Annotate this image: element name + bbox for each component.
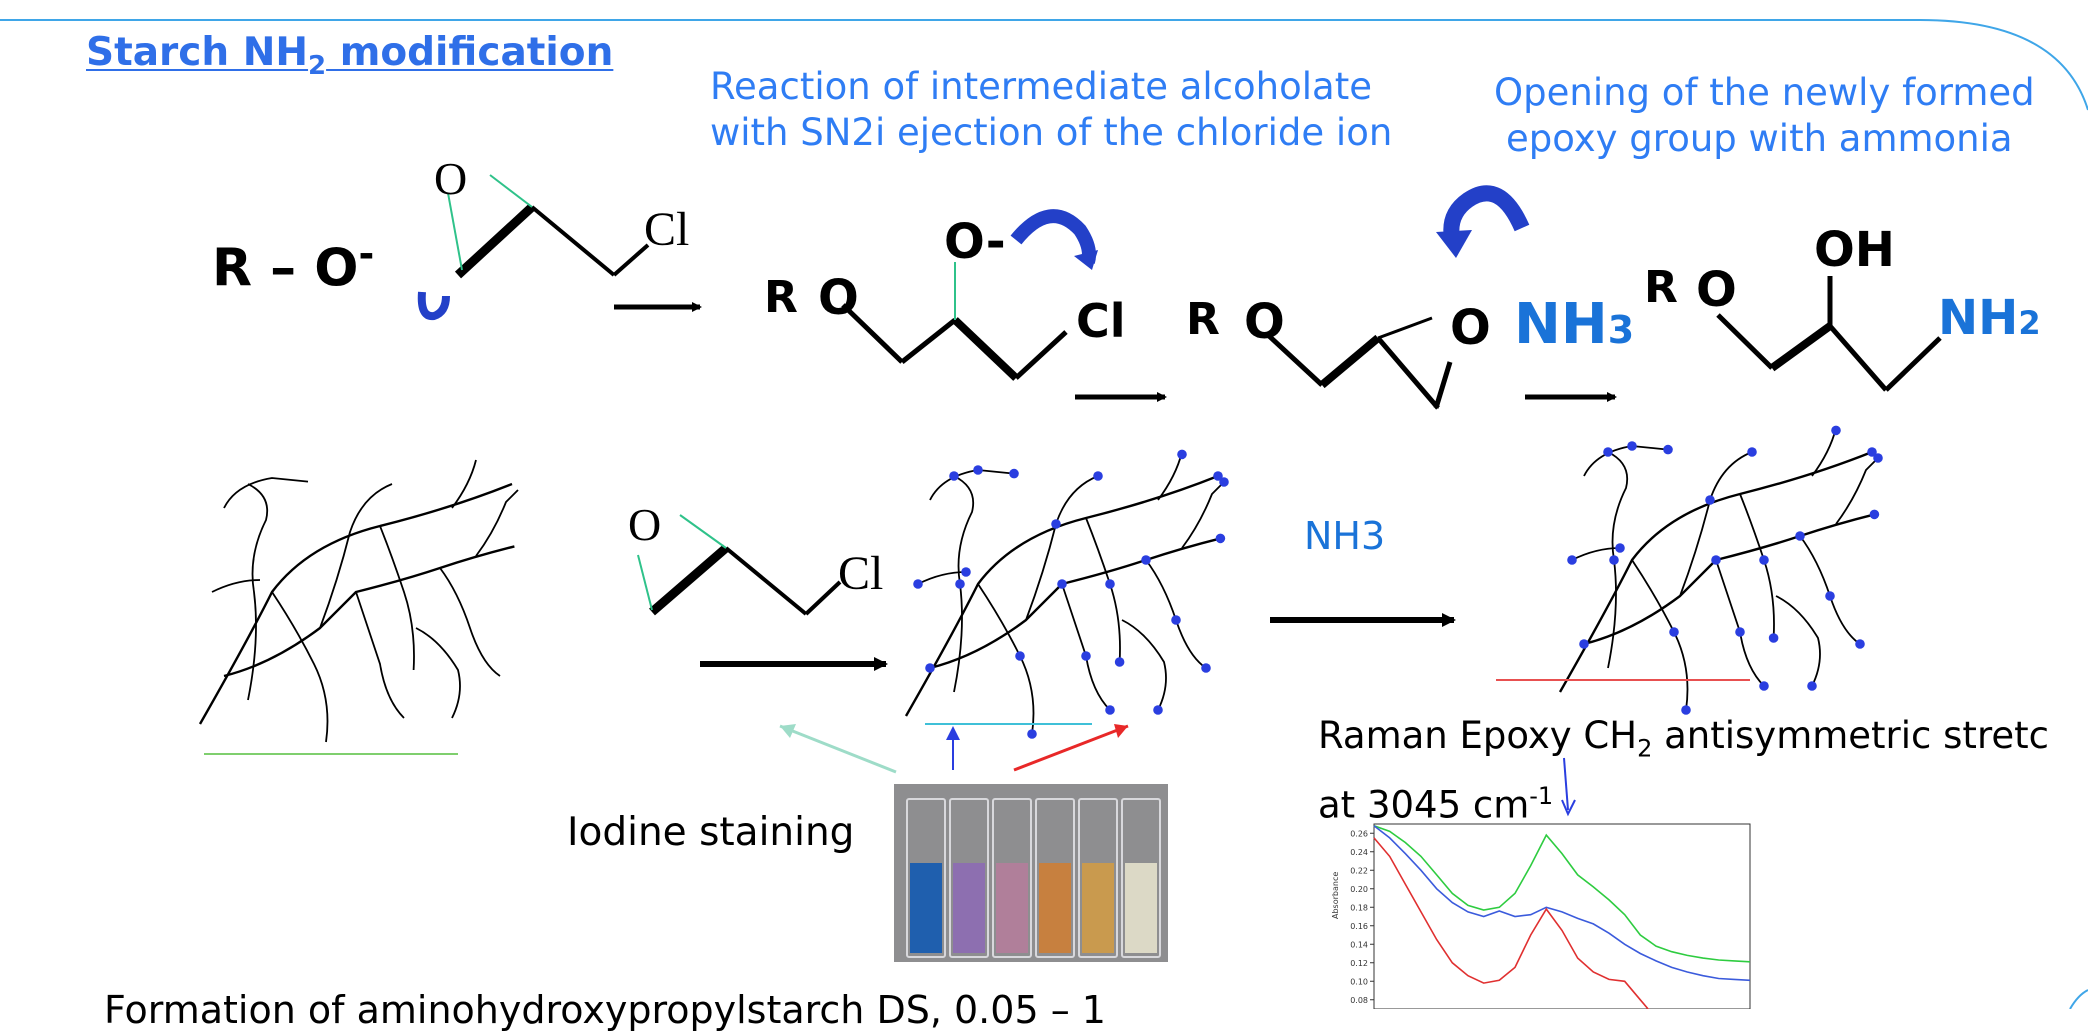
iodine-staining-label: Iodine staining bbox=[567, 810, 855, 855]
epichlorohydrin-small bbox=[637, 514, 842, 616]
cuvette-liquid bbox=[910, 863, 942, 953]
series-line bbox=[1373, 825, 1751, 982]
cuvette bbox=[1035, 798, 1075, 958]
series-line bbox=[1373, 825, 1751, 963]
slide-frame bbox=[0, 19, 2088, 1009]
reaction-note: Reaction of intermediate alcoholate with… bbox=[710, 65, 1393, 154]
red-arrow bbox=[1013, 724, 1129, 772]
cuvette bbox=[1121, 798, 1161, 958]
small-epi-oxygen: O bbox=[628, 499, 662, 550]
prod-r-label: R bbox=[1644, 262, 1678, 313]
amine-label: NH2 bbox=[1938, 290, 2041, 346]
raman-caption: Raman Epoxy CH2 antisymmetric stretc at … bbox=[1318, 714, 2049, 827]
ep-o-label: O bbox=[1244, 294, 1285, 350]
alkoxide-label: R – O- bbox=[212, 232, 375, 299]
epoxy-starch-chain bbox=[904, 449, 1229, 739]
ep-r-label: R bbox=[1186, 294, 1220, 345]
nh3-reagent-label: NH3 bbox=[1304, 514, 1386, 558]
y-tick-label: 0.14 bbox=[1350, 940, 1368, 949]
curved-arrow-3 bbox=[1443, 185, 1530, 240]
y-axis-label: Absorbance bbox=[1331, 872, 1340, 919]
plot-frame bbox=[1373, 823, 1751, 1009]
epi-oxygen-label: O bbox=[434, 153, 468, 204]
int-ominus-label: O- bbox=[944, 214, 1006, 270]
aminohydroxypropyl-product bbox=[1716, 276, 1942, 392]
cuvette bbox=[906, 798, 946, 958]
mint-arrow bbox=[779, 724, 897, 774]
cuvette bbox=[949, 798, 989, 958]
curved-arrow-2 bbox=[1010, 209, 1096, 264]
y-tick-label: 0.18 bbox=[1350, 903, 1368, 912]
ep-ring-o-label: O bbox=[1450, 300, 1491, 356]
opening-note: Opening of the newly formed epoxy group … bbox=[1494, 71, 2035, 160]
iodine-cuvettes-photo bbox=[894, 784, 1168, 962]
y-tick-label: 0.10 bbox=[1350, 977, 1368, 986]
cuvette bbox=[1078, 798, 1118, 958]
raman-spectrum-chart: 0.26 0.24 0.22 0.20 0.18 0.16 0.14 0.12 0.10 0.08… bbox=[1331, 823, 1751, 1009]
y-tick-label: 0.24 bbox=[1350, 848, 1368, 857]
starch-scheme bbox=[198, 425, 1883, 817]
alcoholate-intermediate bbox=[841, 262, 1068, 381]
formation-caption: Formation of aminohydroxypropylstarch DS… bbox=[104, 988, 1106, 1032]
prod-oh-label: OH bbox=[1814, 222, 1895, 278]
amino-starch-chain bbox=[1558, 425, 1883, 715]
int-r-label: R bbox=[764, 272, 798, 323]
y-tick-label: 0.16 bbox=[1350, 922, 1368, 931]
cuvette-liquid bbox=[953, 863, 985, 953]
y-tick-label: 0.12 bbox=[1350, 959, 1368, 968]
epi-chlorine-label: Cl bbox=[644, 203, 690, 256]
native-starch-chain bbox=[198, 458, 520, 744]
y-tick-label: 0.26 bbox=[1350, 829, 1368, 838]
peak-arrow bbox=[1563, 757, 1569, 811]
epoxide-intermediate bbox=[1266, 316, 1453, 410]
y-tick-label: 0.22 bbox=[1350, 866, 1368, 875]
reaction-scheme bbox=[417, 174, 1942, 410]
small-epi-chlorine: Cl bbox=[838, 547, 884, 600]
series-line bbox=[1373, 837, 1650, 1009]
epichlorohydrin-structure bbox=[447, 174, 650, 279]
prod-o-label: O bbox=[1696, 262, 1737, 318]
cuvette bbox=[992, 798, 1032, 958]
cuvette-liquid bbox=[1125, 863, 1157, 953]
cuvette-liquid bbox=[1082, 863, 1114, 953]
cuvette-liquid bbox=[996, 863, 1028, 953]
page-title: Starch NH2 modification bbox=[86, 30, 614, 81]
y-tick-label: 0.08 bbox=[1350, 996, 1368, 1005]
int-o-label: O bbox=[818, 270, 859, 326]
y-tick-label: 0.20 bbox=[1350, 885, 1368, 894]
int-cl-label: Cl bbox=[1076, 294, 1126, 348]
cuvette-liquid bbox=[1039, 863, 1071, 953]
curved-arrow-1 bbox=[417, 291, 450, 321]
ammonia-label: NH3 bbox=[1514, 292, 1635, 357]
